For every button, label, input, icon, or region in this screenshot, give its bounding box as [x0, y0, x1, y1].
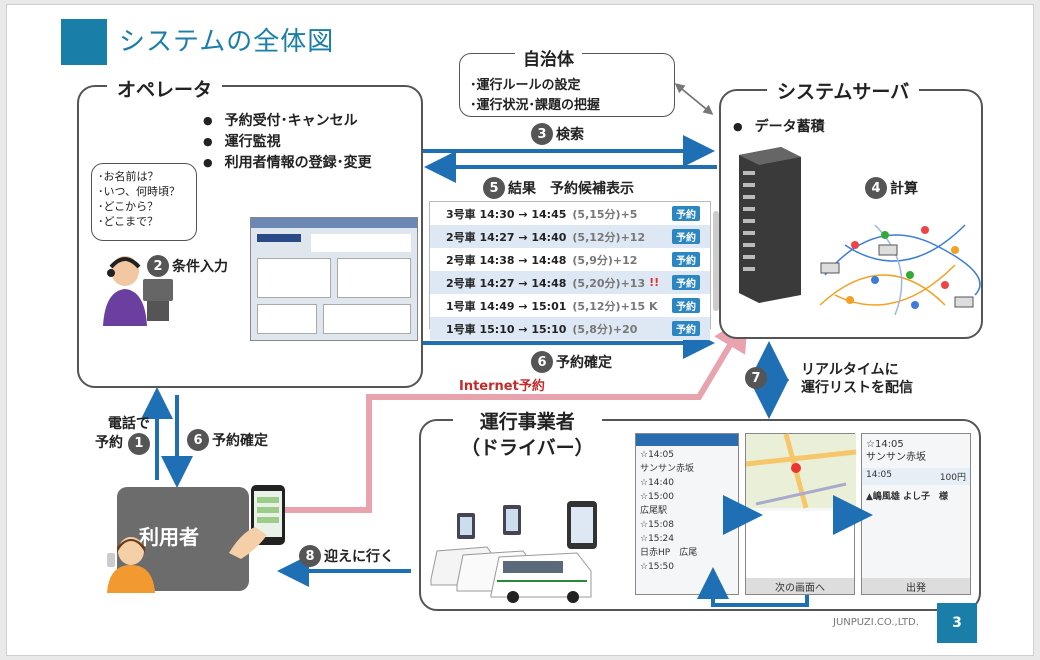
phone-flow-arrows [697, 495, 873, 607]
reservation-screen [250, 217, 418, 341]
server-rack-icon [739, 147, 801, 303]
step-number: 6 [187, 429, 209, 451]
detail-fare: 100円 [939, 473, 966, 483]
title-accent-bar [61, 19, 107, 65]
question-line: ･どこから？ [98, 200, 159, 213]
arrow-internet [275, 314, 749, 513]
operator-title: オペレータ [107, 75, 223, 102]
schedule-row: サンサン赤坂 [640, 464, 695, 474]
reserve-button[interactable]: 予約 [672, 298, 700, 313]
company-name: JUNPUZI.CO.,LTD. [833, 617, 919, 628]
user-person-icon [107, 537, 155, 593]
driver-title-line: （ドライバー） [461, 437, 594, 459]
schedule-row: ☆15:24 [640, 534, 675, 544]
municipality-item: ･運行ルールの設定 [470, 78, 581, 93]
step-number: 6 [531, 351, 553, 373]
server-title: システムサーバ [767, 77, 920, 104]
operator-bullet: 予約受付･キャンセル [203, 111, 372, 132]
operator-headset-icon [103, 256, 173, 326]
schedule-row: 日赤HP 広尾 [640, 548, 698, 558]
step-text: 迎えに行く [324, 549, 394, 565]
server-bullet: データ蓄積 [733, 117, 825, 138]
schedule-row: ☆14:40 [640, 478, 675, 488]
page-number: 3 [937, 603, 977, 643]
step-text: 運行リストを配信 [801, 380, 913, 396]
step8-label: 8 迎えに行く [299, 545, 394, 567]
vans-icon [430, 501, 597, 603]
step-number: 7 [745, 367, 767, 389]
schedule-row: 広尾駅 [640, 506, 668, 516]
step-text: リアルタイムに [801, 362, 899, 378]
step-text: 検索 [556, 127, 584, 143]
operator-bullet: 利用者情報の登録･変更 [203, 153, 372, 174]
step-number: 4 [865, 177, 887, 199]
internet-label: Internet予約 [459, 379, 545, 394]
driver-title: 運行事業者 （ドライバー） [453, 409, 602, 461]
slide: システムの全体図 [6, 4, 1034, 656]
step6-user-label: 6 予約確定 [187, 429, 268, 451]
question-line: ･いつ、何時頃？ [98, 185, 181, 198]
server-bullets: データ蓄積 [733, 117, 825, 138]
operator-bullet: 運行監視 [203, 132, 372, 153]
detail-time2: 14:05 [866, 470, 892, 480]
reserve-button[interactable]: 予約 [672, 206, 700, 221]
passenger-name: ▲嶋風雄 よし子 様 [866, 492, 949, 502]
step-number: 1 [127, 433, 150, 455]
question-bubble: ･お名前は？ ･いつ、何時頃？ ･どこから？ ･どこまで？ [91, 163, 197, 241]
step-text: 電話で [107, 416, 150, 432]
reserve-button[interactable]: 予約 [672, 252, 700, 267]
step-text: 予約確定 [556, 355, 612, 371]
question-line: ･お名前は？ [98, 170, 159, 183]
municipality-title: 自治体 [515, 45, 582, 70]
question-line: ･どこまで？ [98, 215, 159, 228]
step-text: 予約 [95, 435, 123, 451]
smartphone-icon [229, 485, 285, 559]
schedule-row: ☆15:00 [640, 492, 675, 502]
results-scrollbar[interactable] [713, 211, 719, 311]
step-text: 計算 [890, 181, 918, 197]
reserve-button[interactable]: 予約 [672, 229, 700, 244]
step5-label: 5 結果 予約候補表示 [483, 177, 634, 199]
detail-place: サンサン赤坂 [866, 452, 926, 463]
step-number: 8 [299, 545, 321, 567]
step-text: 条件入力 [172, 259, 228, 275]
step7-label: 7 リアルタイムに 運行リストを配信 [745, 361, 913, 397]
operator-bullets: 予約受付･キャンセル 運行監視 利用者情報の登録･変更 [203, 111, 372, 174]
depart-button[interactable]: 出発 [862, 578, 970, 594]
step2-label: 2 条件入力 [147, 255, 228, 277]
reserve-button[interactable]: 予約 [672, 321, 700, 336]
driver-detail-phone: ☆14:05 サンサン赤坂 14:05 100円 ▲嶋風雄 よし子 様 出発 [861, 433, 971, 595]
step-number: 5 [483, 177, 505, 199]
driver-title-line: 運行事業者 [479, 411, 575, 433]
user-label: 利用者 [139, 525, 199, 549]
step-text: 予約確定 [212, 433, 268, 449]
step6-confirm-label: 6 予約確定 [531, 351, 612, 373]
detail-time: ☆14:05 [866, 439, 904, 450]
reserve-button[interactable]: 予約 [672, 275, 700, 290]
next-screen-button[interactable]: 次の画面へ [746, 578, 854, 594]
step3-label: 3 検索 [531, 123, 584, 145]
schedule-row: ☆15:08 [640, 520, 675, 530]
municipality-item: ･運行状況･課題の把握 [470, 98, 601, 113]
result-row[interactable]: 2号車 14:27 → 14:48(5,20分)+13!!予約 [430, 271, 710, 294]
step4-label: 4 計算 [865, 177, 918, 199]
step-text: 結果 予約候補表示 [508, 181, 634, 197]
route-network-icon [819, 224, 981, 316]
step-number: 2 [147, 255, 169, 277]
step-number: 3 [531, 123, 553, 145]
step1-label: 電話で 予約 1 [95, 415, 150, 455]
schedule-row: ☆15:50 [640, 562, 675, 572]
page-title: システムの全体図 [119, 27, 335, 57]
schedule-row: ☆14:05 [640, 450, 675, 460]
